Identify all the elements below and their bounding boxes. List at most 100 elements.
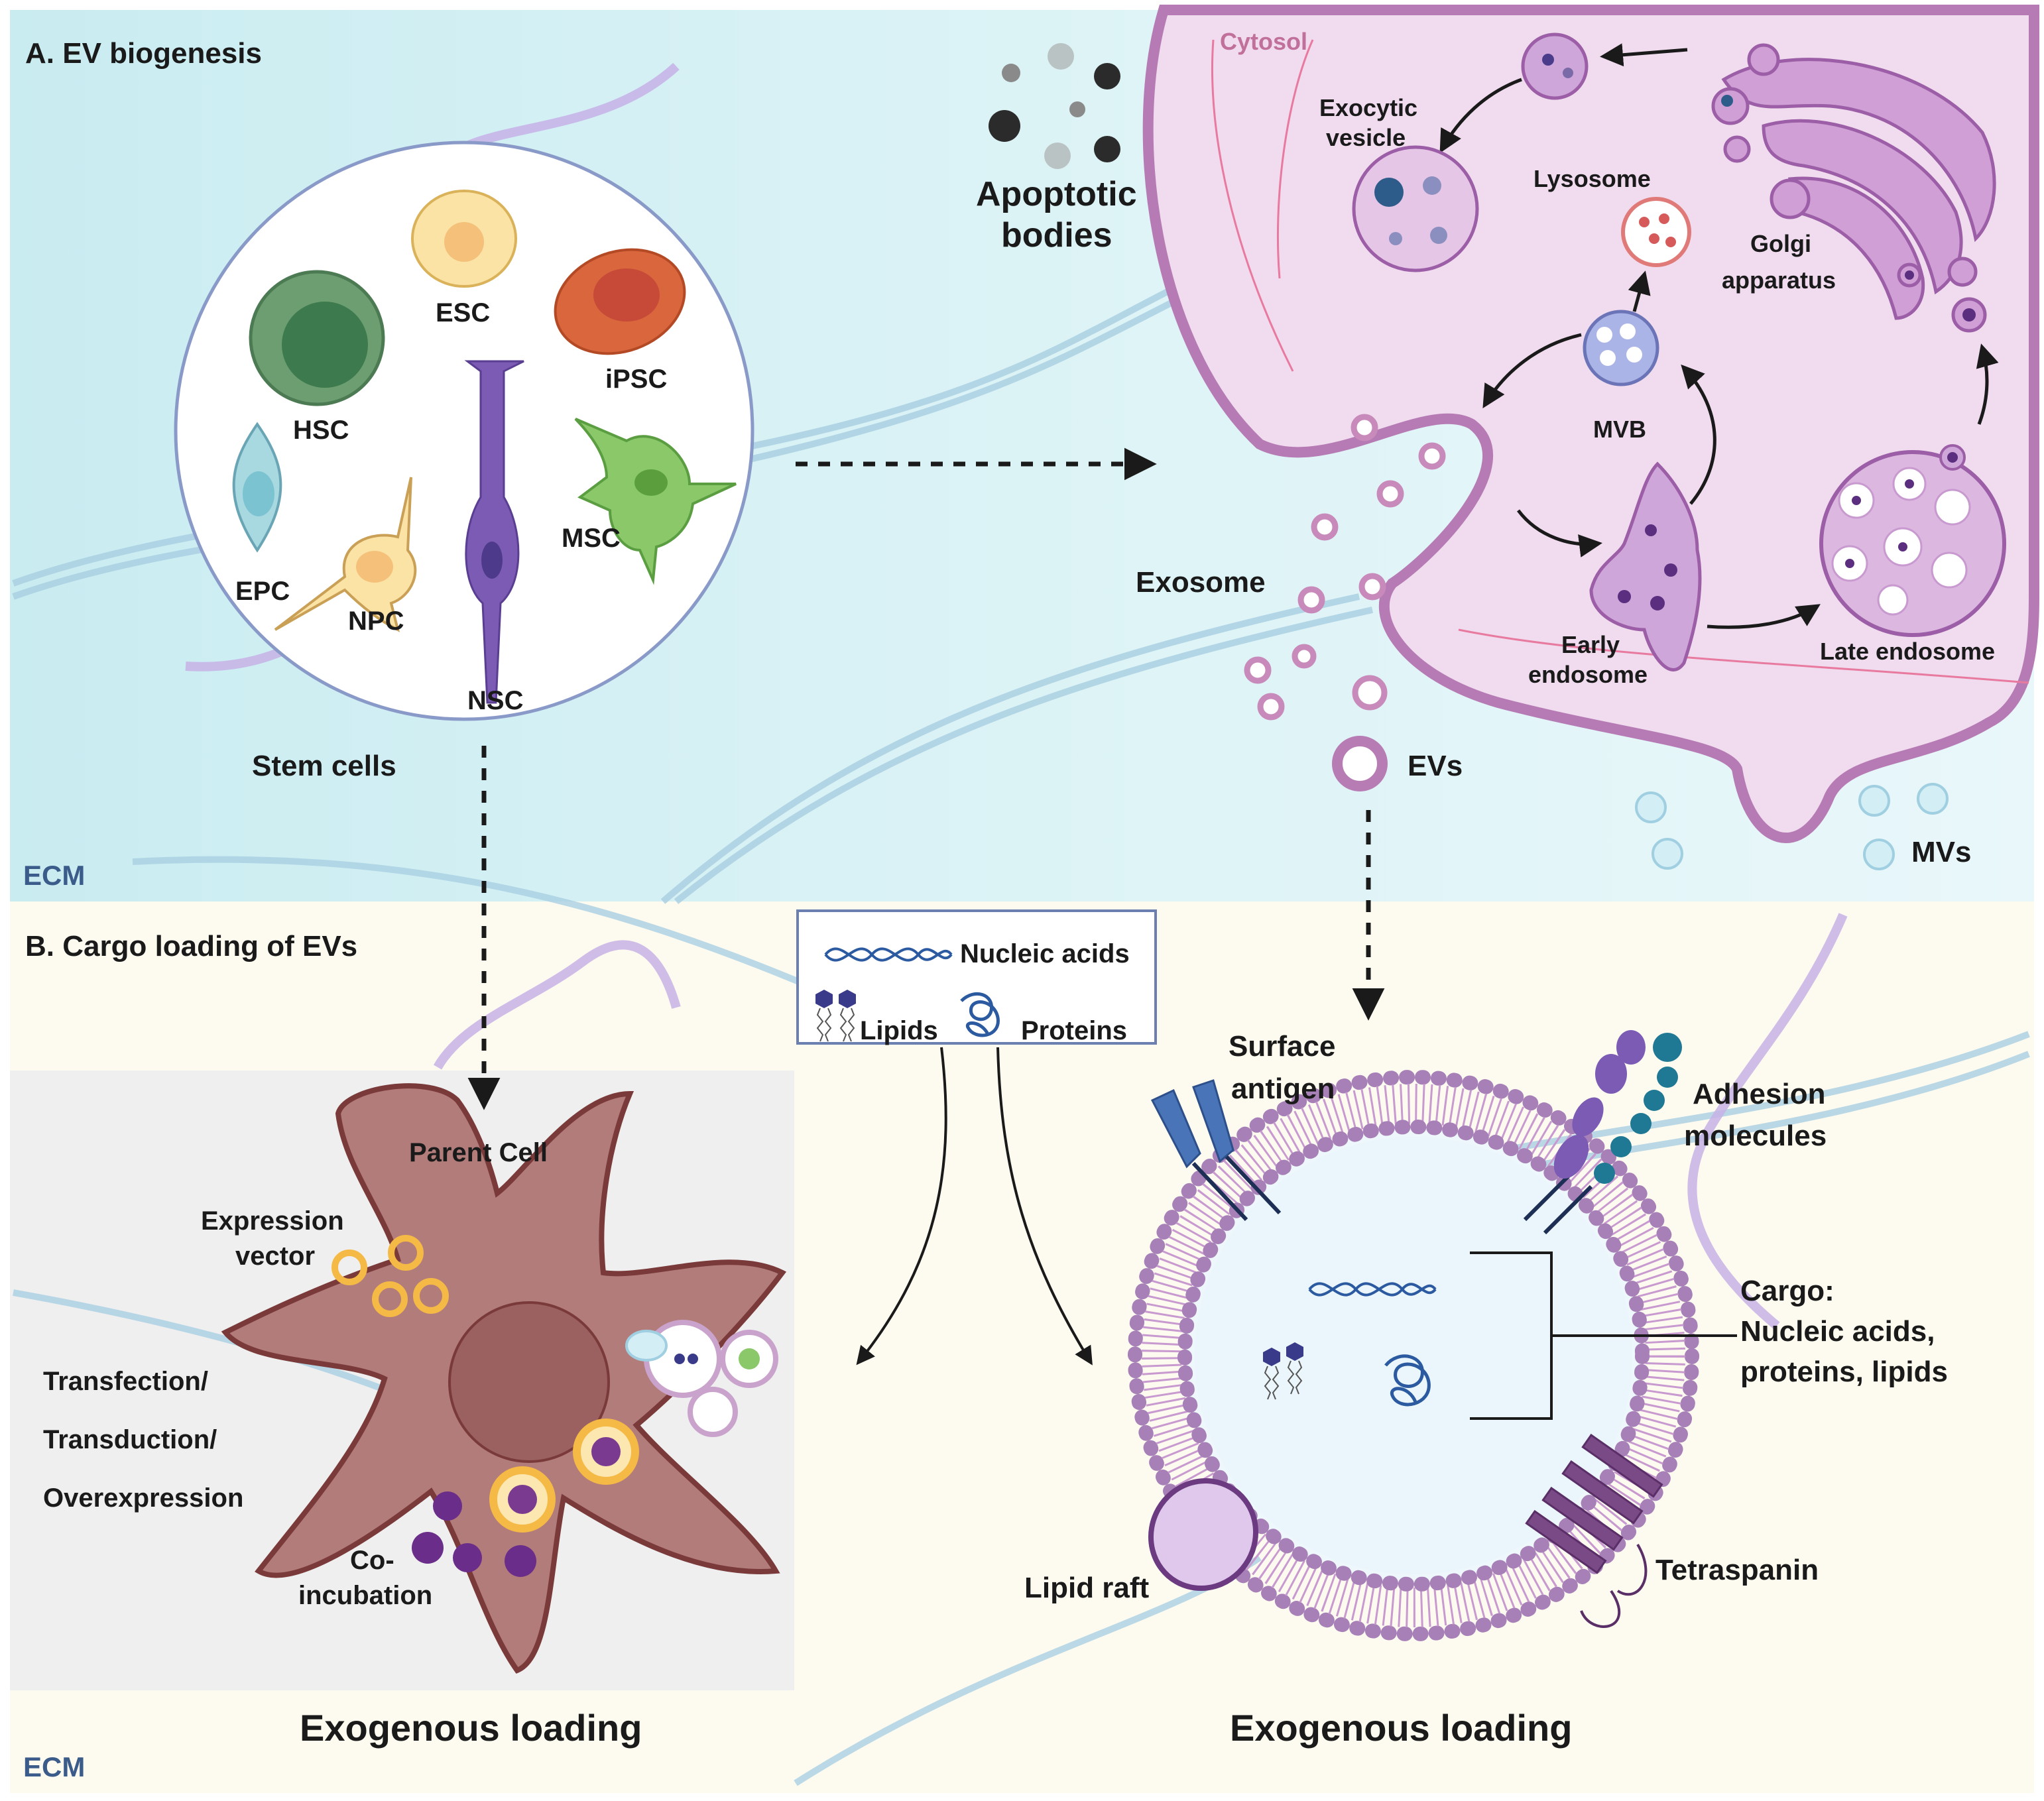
lipid-raft-label: Lipid raft bbox=[1024, 1572, 1150, 1604]
lysosome-icon bbox=[1621, 197, 1691, 267]
exocytic-vesicle-icon bbox=[1352, 145, 1479, 272]
ev-structure bbox=[1128, 1070, 1699, 1641]
ipsc-nucleus-icon bbox=[593, 268, 660, 321]
expression-vector-label-2: vector bbox=[235, 1242, 315, 1271]
hsc-nucleus-icon bbox=[282, 302, 368, 388]
ipsc-label: iPSC bbox=[605, 365, 667, 394]
ev-icon bbox=[1332, 736, 1388, 791]
panel-b-title: B. Cargo loading of EVs bbox=[25, 930, 357, 962]
protein-icon bbox=[960, 992, 1000, 1037]
arrow-membrane-to-early bbox=[1517, 509, 1602, 557]
epc-nucleus-icon bbox=[243, 471, 274, 516]
loaded-vesicle-icons bbox=[489, 1419, 639, 1533]
late-dot bbox=[1852, 496, 1861, 505]
lysosome-dot-4 bbox=[1665, 237, 1676, 247]
right-footer-label: Exogenous loading bbox=[1230, 1707, 1572, 1749]
npc-nucleus-icon bbox=[356, 551, 393, 583]
arrow-vesicle-to-exocytic bbox=[1439, 78, 1522, 154]
cytoskeleton-line-2 bbox=[1276, 39, 1314, 279]
panel-a-title: A. EV biogenesis bbox=[25, 37, 262, 70]
lysosome-dot bbox=[1639, 217, 1650, 227]
arrow-legend-right bbox=[996, 1047, 1093, 1365]
ev-outer-membrane bbox=[1128, 1070, 1699, 1641]
exosome-label: Exosome bbox=[1136, 566, 1266, 599]
mvs-label: MVs bbox=[1911, 836, 1971, 868]
apoptotic-bodies-label-2: bodies bbox=[1001, 216, 1112, 255]
cargo-bracket bbox=[1470, 1251, 1737, 1420]
mvb-vesicle bbox=[1596, 327, 1612, 343]
lysosome-label: Lysosome bbox=[1533, 165, 1651, 192]
dna-icon bbox=[824, 947, 953, 962]
donor-cell: Cytosol Golgi apparatus E bbox=[1142, 4, 2039, 843]
npc-label: NPC bbox=[348, 607, 404, 636]
late-dot-4 bbox=[1898, 542, 1907, 552]
cargo-label-2: Nucleic acids, bbox=[1740, 1315, 1935, 1348]
exosome-particles bbox=[1244, 414, 1446, 721]
cytosol-label: Cytosol bbox=[1220, 28, 1307, 55]
parent-cell-nucleus bbox=[448, 1301, 610, 1463]
late-dot-3 bbox=[1845, 559, 1854, 568]
late-endosome-label: Late endosome bbox=[1820, 638, 1995, 665]
ev-lipid-icon bbox=[1263, 1342, 1303, 1400]
hsc-label: HSC bbox=[293, 416, 349, 445]
adhesion-label-2: molecules bbox=[1684, 1120, 1827, 1152]
legend-proteins: Proteins bbox=[1021, 1016, 1127, 1045]
cargo-label-3: proteins, lipids bbox=[1740, 1356, 1948, 1388]
arrow-golgi-to-vesicle bbox=[1600, 43, 1688, 67]
secretory-vesicle-icon bbox=[1521, 32, 1589, 100]
golgi-label-1: Golgi bbox=[1750, 230, 1811, 257]
parent-cell-label: Parent Cell bbox=[409, 1138, 548, 1167]
legend-nucleic-acids: Nucleic acids bbox=[960, 939, 1130, 968]
esc-label: ESC bbox=[436, 298, 490, 327]
coincubation-label-1: Co- bbox=[350, 1546, 394, 1575]
vesicle-dot-2 bbox=[1563, 68, 1573, 78]
lipid-icon bbox=[815, 990, 856, 1042]
parent-cell bbox=[221, 1083, 787, 1674]
mvb-vesicle-2 bbox=[1620, 323, 1636, 339]
msc-cell-icon bbox=[574, 418, 737, 585]
cargo-label-1: Cargo: bbox=[1740, 1275, 1834, 1307]
cytoskeleton-line-3 bbox=[1458, 628, 2029, 684]
arrow-mvb-to-lysosome bbox=[1628, 270, 1651, 312]
evs-label: EVs bbox=[1408, 750, 1463, 782]
golgi-vesicle-dot-3 bbox=[1962, 308, 1976, 321]
golgi-label-2: apparatus bbox=[1722, 266, 1836, 294]
tetraspanin-loop bbox=[1580, 1543, 1648, 1628]
lipid-raft-icon bbox=[1148, 1478, 1259, 1592]
late-endosome-bud-dot bbox=[1947, 452, 1958, 463]
npc-cell-icon bbox=[274, 477, 417, 632]
mvs-particles bbox=[1635, 783, 1949, 870]
mvb-vesicle-4 bbox=[1626, 347, 1642, 363]
method-label-1: Transfection/ bbox=[43, 1367, 208, 1396]
early-endosome-dot-4 bbox=[1650, 596, 1665, 610]
budding-evs bbox=[625, 1320, 778, 1437]
nsc-label: NSC bbox=[467, 686, 523, 715]
method-label-2: Transduction/ bbox=[43, 1425, 217, 1454]
exocytic-cargo-dot-2 bbox=[1423, 176, 1441, 195]
coincubation-label-2: incubation bbox=[298, 1581, 432, 1610]
surface-antigen-label-1: Surface bbox=[1229, 1030, 1335, 1063]
msc-nucleus-icon bbox=[634, 469, 668, 496]
early-endosome-dot bbox=[1645, 524, 1657, 536]
cargo-legend: Nucleic acids Lipids Proteins bbox=[796, 909, 1157, 1045]
exocytic-cargo-dot-4 bbox=[1430, 227, 1447, 244]
exocytic-vesicle-label-1: Exocytic bbox=[1319, 94, 1417, 121]
early-endosome-label-1: Early bbox=[1561, 631, 1620, 658]
nsc-nucleus-icon bbox=[481, 542, 503, 579]
coincubation-particles bbox=[412, 1491, 536, 1577]
esc-nucleus-icon bbox=[444, 222, 484, 262]
lysosome-dot-3 bbox=[1649, 233, 1659, 244]
arrow-early-to-late bbox=[1707, 604, 1821, 629]
ev-bilayer bbox=[1142, 1084, 1685, 1627]
surface-antigen-icon bbox=[1150, 1079, 1282, 1222]
method-label-3: Overexpression bbox=[43, 1483, 243, 1513]
left-footer-label: Exogenous loading bbox=[300, 1707, 642, 1749]
exocytic-cargo-dot-3 bbox=[1389, 232, 1402, 245]
arrow-late-to-golgi bbox=[1976, 343, 1999, 425]
vesicle-dot bbox=[1542, 54, 1554, 66]
adhesion-molecule-icon bbox=[1523, 1030, 1682, 1235]
epc-label: EPC bbox=[235, 577, 290, 606]
early-endosome-dot-2 bbox=[1664, 563, 1677, 577]
ev-dna-icon bbox=[1308, 1282, 1437, 1297]
